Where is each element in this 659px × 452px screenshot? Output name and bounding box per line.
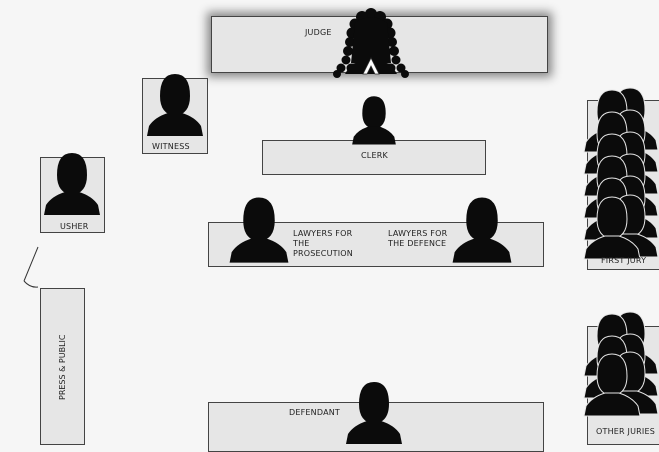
press-public-bench <box>40 288 85 445</box>
clerk-label: CLERK <box>361 151 388 160</box>
defence-label-line-1: LAWYERS FOR <box>388 229 448 238</box>
prosecution-label: LAWYERS FOR THE PROSECUTION <box>293 229 353 259</box>
defence-label: LAWYERS FOR THE DEFENCE <box>388 229 447 249</box>
defence-label-line-2: THE DEFENCE <box>388 239 447 248</box>
defendant-label: DEFENDANT <box>289 408 341 417</box>
other-juries-label: OTHER JURIES <box>596 427 656 436</box>
judge-label: JUDGE <box>305 28 332 37</box>
usher-label: USHER <box>60 222 89 231</box>
witness-label: WITNESS <box>152 142 190 151</box>
prosecution-label-line-3: PROSECUTION <box>293 249 353 258</box>
prosecution-label-line-1: LAWYERS FOR <box>293 229 353 238</box>
defendant-figure <box>346 382 402 444</box>
judge-figure <box>333 8 409 78</box>
first-jury-label: FIRST JURY <box>601 256 647 265</box>
prosecution-label-line-2: THE <box>293 239 310 248</box>
